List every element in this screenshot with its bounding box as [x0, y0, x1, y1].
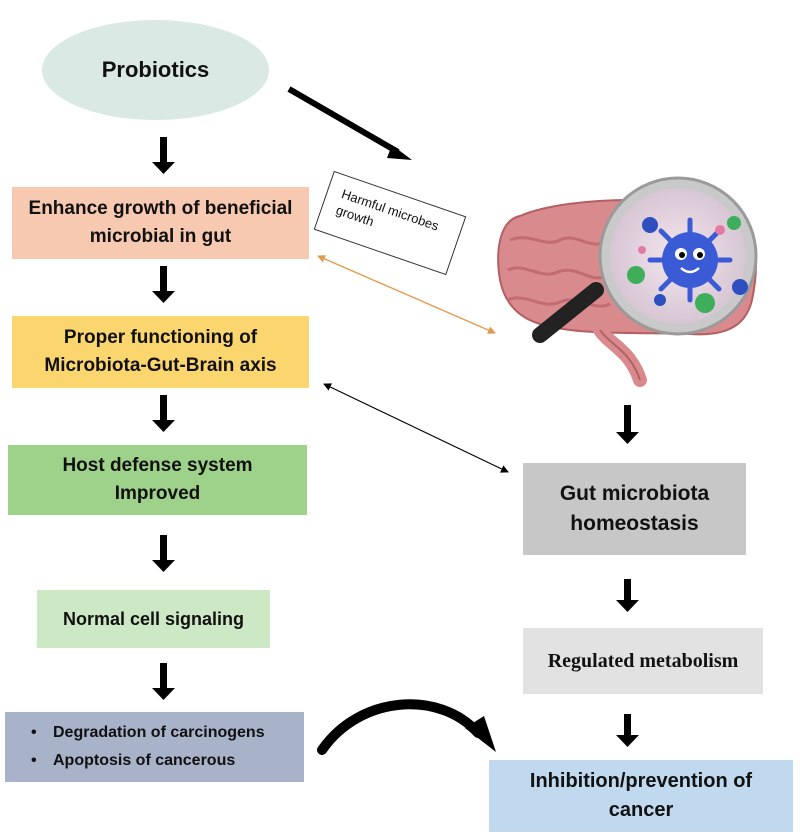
- proper-functioning-box: Proper functioning of Microbiota-Gut-Bra…: [12, 316, 309, 388]
- orange-double-arrow: [317, 255, 496, 334]
- down-arrow-2: [152, 266, 175, 303]
- normal-label: Normal cell signaling: [62, 608, 245, 629]
- bullet-list-box: Degradation of carcinogens Apoptosis of …: [5, 712, 304, 782]
- homeostasis-line-1: Gut microbiota: [559, 481, 710, 505]
- down-arrow-6: [616, 405, 639, 444]
- enhance-line-1: Enhance growth of beneficial: [28, 198, 293, 220]
- enhance-growth-box: Enhance growth of beneficial microbial i…: [12, 187, 309, 259]
- host-defense-box: Host defense system Improved: [8, 445, 307, 515]
- diagonal-arrow-probiotics: [287, 86, 412, 160]
- down-arrow-3: [152, 395, 175, 432]
- normal-cell-signaling-box: Normal cell signaling: [37, 590, 270, 648]
- microbe-icons: [627, 216, 748, 313]
- enhance-line-2: microbial in gut: [89, 226, 232, 247]
- proper-line-1: Proper functioning of: [63, 327, 258, 349]
- down-arrow-5: [152, 663, 175, 700]
- bullet-item: Degradation of carcinogens: [31, 719, 265, 747]
- proper-line-2: Microbiota-Gut-Brain axis: [44, 355, 277, 376]
- regulated-metabolism-box: Regulated metabolism: [523, 628, 763, 694]
- gut-homeostasis-box: Gut microbiota homeostasis: [523, 463, 746, 555]
- host-line-1: Host defense system: [62, 455, 253, 477]
- homeostasis-line-2: homeostasis: [570, 512, 699, 535]
- bullet-list: Degradation of carcinogens Apoptosis of …: [31, 719, 265, 775]
- down-arrow-1: [152, 137, 175, 174]
- bullet-item: Apoptosis of cancerous: [31, 747, 265, 775]
- inhibition-cancer-box: Inhibition/prevention of cancer: [489, 760, 793, 832]
- down-arrow-7: [616, 579, 639, 612]
- black-double-arrow: [323, 383, 509, 473]
- regulated-label: Regulated metabolism: [547, 649, 739, 672]
- down-arrow-4: [152, 535, 175, 572]
- probiotics-label: Probiotics: [101, 57, 210, 83]
- down-arrow-8: [616, 714, 639, 747]
- inhibition-line-2: cancer: [608, 799, 674, 821]
- host-line-2: Improved: [114, 483, 201, 504]
- inhibition-line-1: Inhibition/prevention of: [529, 770, 753, 792]
- probiotics-ellipse: Probiotics: [42, 20, 269, 120]
- curved-arrow: [317, 699, 496, 755]
